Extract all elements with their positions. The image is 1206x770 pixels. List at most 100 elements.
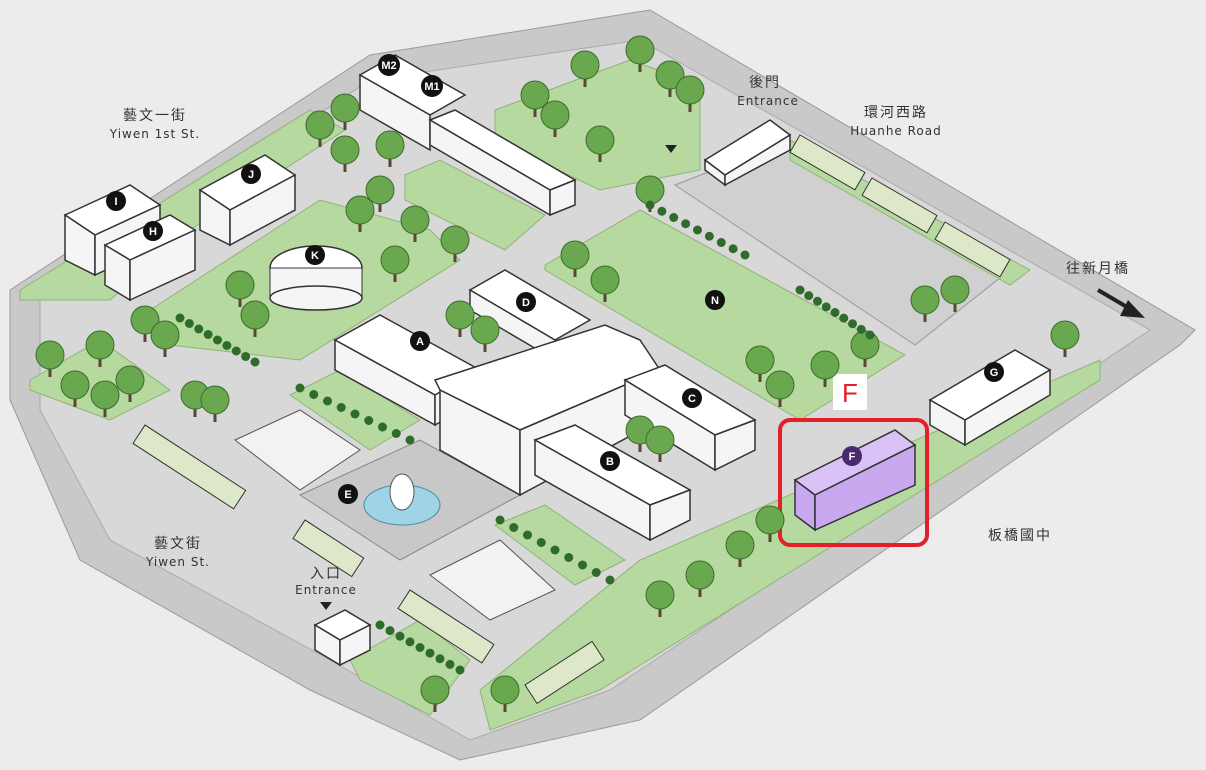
hedge-shrub xyxy=(323,396,332,406)
tree-icon xyxy=(420,675,450,705)
pin-E[interactable]: E xyxy=(338,484,358,504)
hedge-shrub xyxy=(523,530,532,540)
svg-text:K: K xyxy=(311,250,319,262)
hedge-shrub xyxy=(309,390,319,399)
planter-south-east xyxy=(524,640,605,705)
tree-icon xyxy=(130,305,160,335)
hedge-shrub xyxy=(222,341,232,350)
svg-text:N: N xyxy=(711,295,719,307)
hedge-shrub xyxy=(445,659,455,669)
pin-I[interactable]: I xyxy=(106,191,126,211)
tree-icon xyxy=(725,530,755,560)
svg-text:B: B xyxy=(606,456,614,468)
fountain-center xyxy=(389,473,415,511)
building-G[interactable] xyxy=(928,349,1052,447)
tree-icon xyxy=(345,195,375,225)
hedge-shrub xyxy=(194,324,204,334)
hedge-shrub xyxy=(740,250,750,260)
hedge-shrub xyxy=(693,225,702,235)
hedge-shrub xyxy=(375,620,385,630)
hedge-shrub xyxy=(415,643,425,652)
hedge-shrub xyxy=(550,545,560,555)
hedge-shrub xyxy=(681,219,691,229)
hedge-shrub xyxy=(378,422,387,432)
svg-text:I: I xyxy=(114,196,117,208)
back-entrance-en: Entrance xyxy=(737,94,799,108)
hedge-south xyxy=(493,504,626,586)
hedge-shrub xyxy=(804,291,814,301)
pin-B[interactable]: B xyxy=(600,451,620,471)
road-label-huanhe-en: Huanhe Road xyxy=(850,124,942,138)
pin-N[interactable]: N xyxy=(705,290,725,310)
pin-J[interactable]: J xyxy=(241,164,261,184)
planter-entrance xyxy=(397,589,495,664)
highlight-label: F xyxy=(842,378,858,408)
direction-arrow-icon xyxy=(1096,288,1145,318)
tree-icon xyxy=(745,345,775,375)
hedge-shrub xyxy=(716,238,726,247)
pin-G[interactable]: G xyxy=(984,362,1004,382)
hedge-shrub xyxy=(391,429,401,438)
tree-icon xyxy=(375,130,405,160)
tree-icon xyxy=(470,315,500,345)
hedge-shrub xyxy=(175,313,185,323)
pin-M2[interactable]: M2 xyxy=(378,54,400,76)
svg-text:G: G xyxy=(990,367,999,379)
tree-icon xyxy=(400,205,430,235)
hedge-shrub xyxy=(495,515,505,525)
tree-icon xyxy=(35,340,65,370)
tree-icon xyxy=(655,60,685,90)
pin-F[interactable]: F xyxy=(842,446,862,466)
svg-text:E: E xyxy=(344,489,351,501)
hedge-rows xyxy=(175,200,875,675)
tree-icon xyxy=(305,110,335,140)
tree-icon xyxy=(635,175,665,205)
tree-icon xyxy=(1050,320,1080,350)
tree-icon xyxy=(115,365,145,395)
tree-icon xyxy=(520,80,550,110)
tree-icon xyxy=(940,275,970,305)
svg-text:F: F xyxy=(849,451,856,463)
back-entrance-arrow-icon xyxy=(665,145,677,153)
hedge-shrub xyxy=(795,285,805,295)
neighbor-label: 板橋國中 xyxy=(988,528,1052,544)
hedge-shrub xyxy=(350,409,360,419)
svg-text:H: H xyxy=(149,226,157,238)
pin-H[interactable]: H xyxy=(143,221,163,241)
lawn-playground xyxy=(404,159,546,251)
building-K[interactable] xyxy=(269,245,363,311)
hedge-shrub xyxy=(830,308,840,317)
planter-ne-1 xyxy=(789,134,866,191)
pin-D[interactable]: D xyxy=(516,292,536,312)
hedge-shrub xyxy=(435,654,445,664)
pin-K[interactable]: K xyxy=(305,245,325,265)
svg-text:A: A xyxy=(416,336,424,348)
road-label-huanhe-zh: 環河西路 xyxy=(864,105,928,121)
hedge-shrub xyxy=(405,435,415,445)
pin-M1[interactable]: M1 xyxy=(421,75,443,97)
direction-label: 往新月橋 xyxy=(1066,261,1130,277)
tree-icon xyxy=(445,300,475,330)
tree-icon xyxy=(440,225,470,255)
svg-text:D: D xyxy=(522,297,530,309)
hedge-shrub xyxy=(250,357,260,367)
hedge-shrub xyxy=(669,213,679,222)
hedge-shrub xyxy=(813,296,822,306)
tree-icon xyxy=(330,135,360,165)
pin-C[interactable]: C xyxy=(682,388,702,408)
plaza-left xyxy=(234,409,361,491)
pin-A[interactable]: A xyxy=(410,331,430,351)
hedge-shrub xyxy=(821,302,831,312)
hedge-shrub xyxy=(856,324,866,334)
hedge-shrub xyxy=(385,626,395,636)
svg-text:C: C xyxy=(688,393,696,405)
hedge-shrub xyxy=(184,319,194,328)
hedge-shrub xyxy=(657,206,667,216)
back-entrance-zh: 後門 xyxy=(749,75,781,91)
hedge-shrub xyxy=(455,665,465,675)
tree-icon xyxy=(755,505,785,535)
hedge-shrub xyxy=(605,575,615,585)
hedge-shrub xyxy=(213,335,222,345)
hedge-shrub xyxy=(395,631,405,641)
